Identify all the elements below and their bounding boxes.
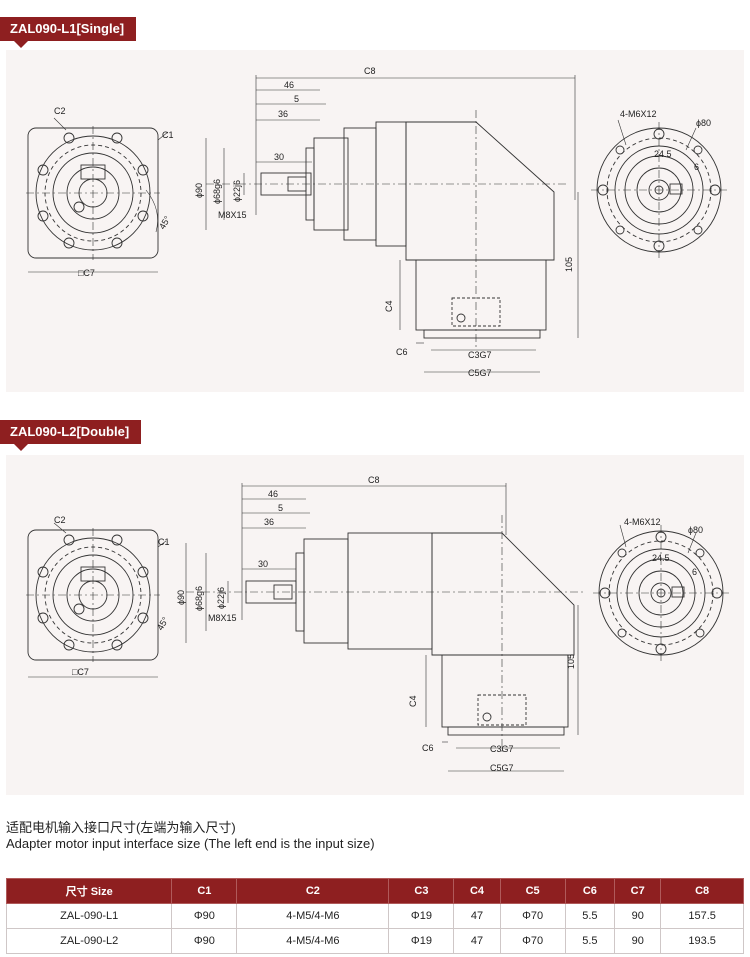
col-header: C3 [388, 878, 455, 904]
col-header: C6 [564, 878, 616, 904]
table-cell: 90 [614, 928, 662, 954]
dim-c1: C1 [162, 130, 174, 140]
dim-c2-2: C2 [54, 515, 66, 525]
table-cell: Φ90 [171, 903, 238, 929]
table-cell: 157.5 [660, 903, 744, 929]
dim-c5g7: C5G7 [468, 368, 492, 378]
dim-30-2: 30 [258, 559, 268, 569]
dim-m8-2: M8X15 [208, 613, 237, 623]
caption-english: Adapter motor input interface size (The … [6, 836, 375, 851]
dim-d80-2: ɸ80 [688, 525, 703, 535]
dim-45deg: 45° [157, 214, 173, 231]
col-header: C1 [171, 878, 238, 904]
table-cell: Φ19 [388, 928, 455, 954]
table-cell: 5.5 [564, 928, 616, 954]
dim-m8: M8X15 [218, 210, 247, 220]
dim-c7: □C7 [78, 268, 95, 278]
table-cell: 4-M5/4-M6 [236, 903, 390, 929]
right-angle-housing-2 [431, 532, 575, 656]
dim-c6-2: C6 [422, 743, 434, 753]
dim-c3g7-2: C3G7 [490, 744, 514, 754]
dim-c8: C8 [364, 66, 376, 76]
dim-46: 46 [284, 80, 294, 90]
dim-c1-2: C1 [158, 537, 170, 547]
dim-d68-2: ɸ68g6 [194, 586, 204, 611]
dim-45deg-2: 45° [155, 615, 171, 632]
table-cell: ZAL-090-L2 [5, 928, 173, 954]
dim-d22-2: ɸ22j6 [216, 587, 226, 609]
drawing-single: C2 C1 □C7 45° C8 46 5 36 30 ɸ90 ɸ68g6 ɸ2… [6, 50, 744, 392]
dim-46-2: 46 [268, 489, 278, 499]
dim-c4: C4 [384, 300, 394, 312]
caption-chinese: 适配电机输入接口尺寸(左端为输入尺寸) [6, 820, 236, 835]
dim-24-5-2: 24.5 [652, 553, 670, 563]
dim-105-2: 105 [566, 654, 576, 669]
table-cell: Φ70 [499, 903, 566, 929]
dim-c7-2: □C7 [72, 667, 89, 677]
table-cell: 90 [614, 903, 662, 929]
dim-5: 5 [294, 94, 299, 104]
dim-36: 36 [278, 109, 288, 119]
spec-table: 尺寸 Size C1 C2 C3 C4 C5 C6 C7 C8 ZAL-090-… [5, 878, 744, 954]
dim-m6: 4-M6X12 [620, 109, 657, 119]
dim-5-2: 5 [278, 503, 283, 513]
dim-d22: ɸ22j6 [232, 180, 242, 202]
dim-6: 6 [694, 162, 699, 172]
table-cell: 5.5 [564, 903, 616, 929]
col-header: C4 [453, 878, 501, 904]
dim-d68: ɸ68g6 [212, 179, 222, 204]
table-cell: ZAL-090-L1 [5, 903, 173, 929]
dim-c2: C2 [54, 106, 66, 116]
right-angle-housing [405, 121, 555, 261]
dim-d80: ɸ80 [696, 118, 711, 128]
table-row: ZAL-090-L1 Φ90 4-M5/4-M6 Φ19 47 Φ70 5.5 … [5, 903, 744, 929]
drawing-double-svg: C2 C1 □C7 45° C8 46 5 36 30 ɸ90 ɸ68g6 ɸ2… [26, 475, 729, 773]
dim-d90-2: ɸ90 [176, 590, 186, 605]
section-title-double: ZAL090-L2[Double] [0, 420, 142, 451]
section-title-single: ZAL090-L1[Single] [0, 17, 137, 48]
dim-c5g7-2: C5G7 [490, 763, 514, 773]
dim-6-2: 6 [692, 567, 697, 577]
table-cell: 193.5 [660, 928, 744, 954]
table-cell: 47 [453, 928, 501, 954]
dim-24-5: 24.5 [654, 149, 672, 159]
dim-d90: ɸ90 [194, 183, 204, 198]
dim-36-2: 36 [264, 517, 274, 527]
dim-105: 105 [564, 257, 574, 272]
col-header: C7 [614, 878, 662, 904]
dim-c3g7: C3G7 [468, 350, 492, 360]
dim-30: 30 [274, 152, 284, 162]
col-header: 尺寸 Size [5, 878, 173, 904]
col-header: C5 [499, 878, 566, 904]
dim-c4-2: C4 [408, 695, 418, 707]
table-cell: Φ90 [171, 928, 238, 954]
drawing-single-svg: C2 C1 □C7 45° C8 46 5 36 30 ɸ90 ɸ68g6 ɸ2… [26, 66, 727, 378]
dim-c8-2: C8 [368, 475, 380, 485]
table-header-row: 尺寸 Size C1 C2 C3 C4 C5 C6 C7 C8 [5, 878, 744, 904]
col-header: C8 [660, 878, 744, 904]
table-row: ZAL-090-L2 Φ90 4-M5/4-M6 Φ19 47 Φ70 5.5 … [5, 928, 744, 954]
drawing-double: C2 C1 □C7 45° C8 46 5 36 30 ɸ90 ɸ68g6 ɸ2… [6, 455, 744, 795]
table-cell: Φ19 [388, 903, 455, 929]
dim-c6: C6 [396, 347, 408, 357]
table-cell: 4-M5/4-M6 [236, 928, 390, 954]
table-cell: Φ70 [499, 928, 566, 954]
col-header: C2 [236, 878, 390, 904]
dim-m6-2: 4-M6X12 [624, 517, 661, 527]
table-cell: 47 [453, 903, 501, 929]
